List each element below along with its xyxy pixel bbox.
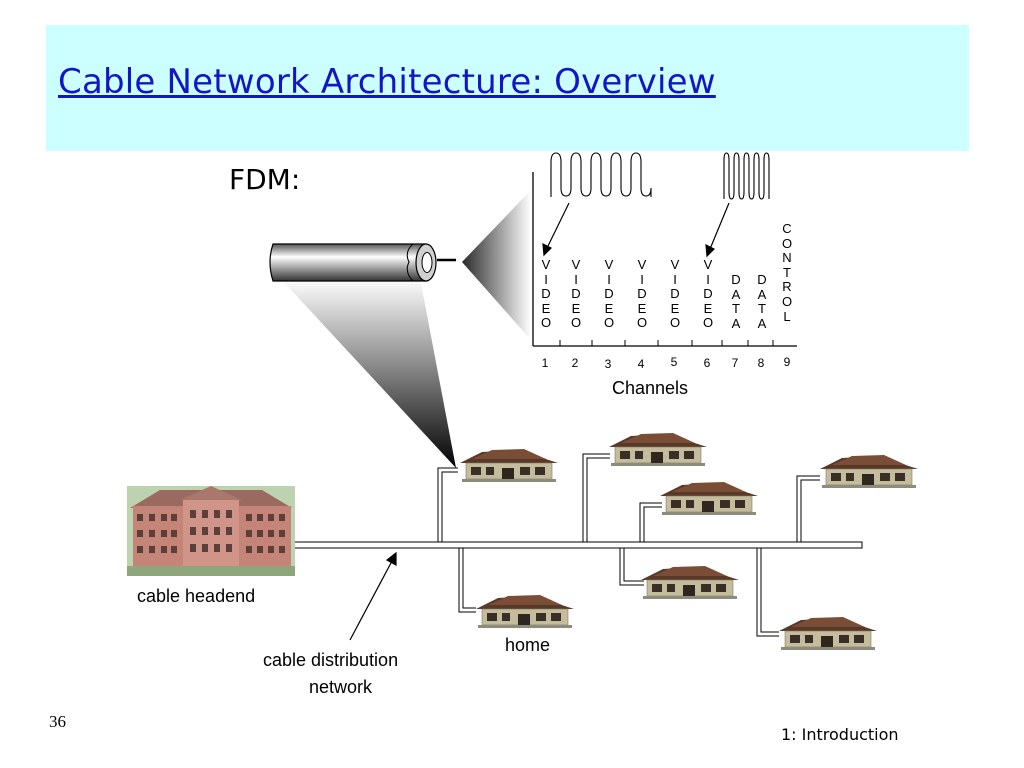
channel-letter: I [544, 271, 548, 287]
channel-letter: O [636, 315, 648, 331]
headend-building-icon [127, 486, 295, 576]
channel-letter: C [782, 221, 792, 236]
page-title: Cable Network Architecture: Overview [58, 62, 716, 102]
channel-letter: A [731, 315, 741, 331]
video-waveform [550, 152, 652, 197]
distribution-label-line2: network [309, 677, 373, 697]
channel-letter: V [604, 257, 614, 272]
channel-letter: A [731, 286, 741, 302]
house-icon [608, 432, 708, 467]
channel-letter: I [607, 271, 611, 287]
channel-letter: E [637, 300, 647, 316]
channel-letter: A [757, 315, 767, 331]
house-icon [640, 565, 740, 600]
channel-letter: O [603, 315, 615, 331]
channel-letter: T [783, 264, 791, 280]
channel-number: 9 [783, 355, 791, 369]
channels-axis-label: Channels [612, 378, 689, 398]
channel-letter: I [673, 271, 677, 287]
channel-letter: E [541, 300, 551, 316]
footer-text: 1: Introduction [781, 725, 899, 744]
channel-number: 2 [571, 356, 579, 370]
channel-letter: A [757, 286, 767, 302]
channel-letter: D [571, 286, 581, 302]
channel-letter: O [570, 315, 582, 331]
channel-letter: E [604, 300, 614, 316]
channel-letter: D [541, 286, 551, 302]
channel-letter: D [670, 286, 680, 302]
channel-letter: D [604, 286, 614, 302]
channel-letter: V [637, 257, 647, 272]
channel-letter: D [731, 272, 741, 287]
waveform-arrows [542, 202, 730, 258]
distribution-label-line1: cable distribution [263, 650, 399, 670]
channel-letter: V [541, 257, 551, 272]
zoom-fan [462, 190, 531, 340]
zoom-cone [280, 278, 456, 468]
channel-letter: R [782, 279, 792, 295]
channel-letter: D [637, 286, 647, 302]
coaxial-cable-icon [269, 243, 456, 282]
channel-letter: I [640, 271, 644, 287]
fdm-ticks [559, 340, 774, 346]
house-icon [459, 448, 559, 483]
channel-number: 6 [703, 356, 711, 370]
channel-letter: O [781, 235, 793, 251]
channel-letter: L [783, 308, 791, 324]
distribution-arrow [349, 551, 397, 641]
channel-letter: O [540, 315, 552, 331]
channel-letter: T [758, 301, 766, 317]
data-waveform [723, 152, 770, 200]
channel-letter: E [571, 300, 581, 316]
channel-letter: I [574, 271, 578, 287]
house-icon [659, 481, 759, 516]
channel-number: 8 [757, 356, 765, 370]
channel-number: 3 [604, 357, 612, 371]
channel-number: 7 [731, 356, 739, 370]
headend-label: cable headend [137, 586, 256, 606]
channel-number: 4 [637, 357, 645, 371]
channel-letter: E [670, 300, 680, 316]
channel-letter: O [781, 293, 793, 309]
channel-letter: N [782, 250, 792, 266]
home-label: home [505, 635, 551, 655]
channel-number: 5 [670, 355, 678, 369]
slide-number: 36 [49, 712, 66, 731]
channel-letter: V [703, 257, 713, 272]
channel-letter: O [669, 315, 681, 331]
distribution-network [293, 453, 863, 637]
house-icon [819, 454, 919, 489]
channel-letter: D [703, 286, 713, 302]
house-icon [475, 594, 575, 629]
channel-number: 1 [541, 356, 549, 370]
title-band [46, 25, 969, 151]
channel-letter: V [670, 257, 680, 272]
trunk-line [293, 541, 863, 549]
fdm-label: FDM: [229, 163, 301, 196]
channel-letter: T [732, 301, 740, 317]
house-icon [778, 616, 878, 651]
channel-letter: D [757, 272, 767, 287]
channel-letter: V [571, 257, 581, 272]
channel-letter: I [706, 271, 710, 287]
channel-letter: E [703, 300, 713, 316]
channel-letter: O [702, 315, 714, 331]
